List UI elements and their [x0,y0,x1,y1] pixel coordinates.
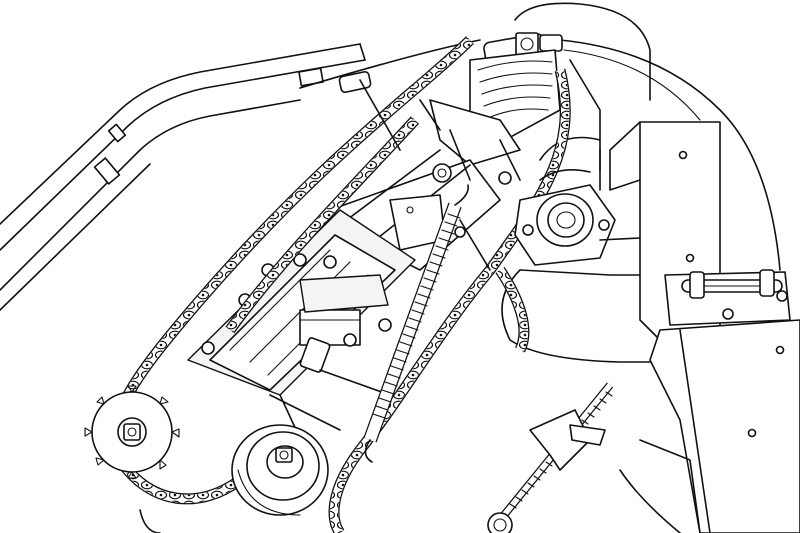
adjuster-fitting [469,32,563,141]
hinge-pin-bracket [664,269,791,326]
drive-housing [187,209,416,461]
side-frame-panel [599,121,800,533]
lower-sprocket [84,385,180,533]
threaded-rod-hook [487,382,614,533]
bearing-flange [514,169,651,276]
tension-spring [363,184,470,463]
idler-pulley [231,424,329,516]
drive-chain [109,36,571,533]
linkage-rods [359,79,521,271]
